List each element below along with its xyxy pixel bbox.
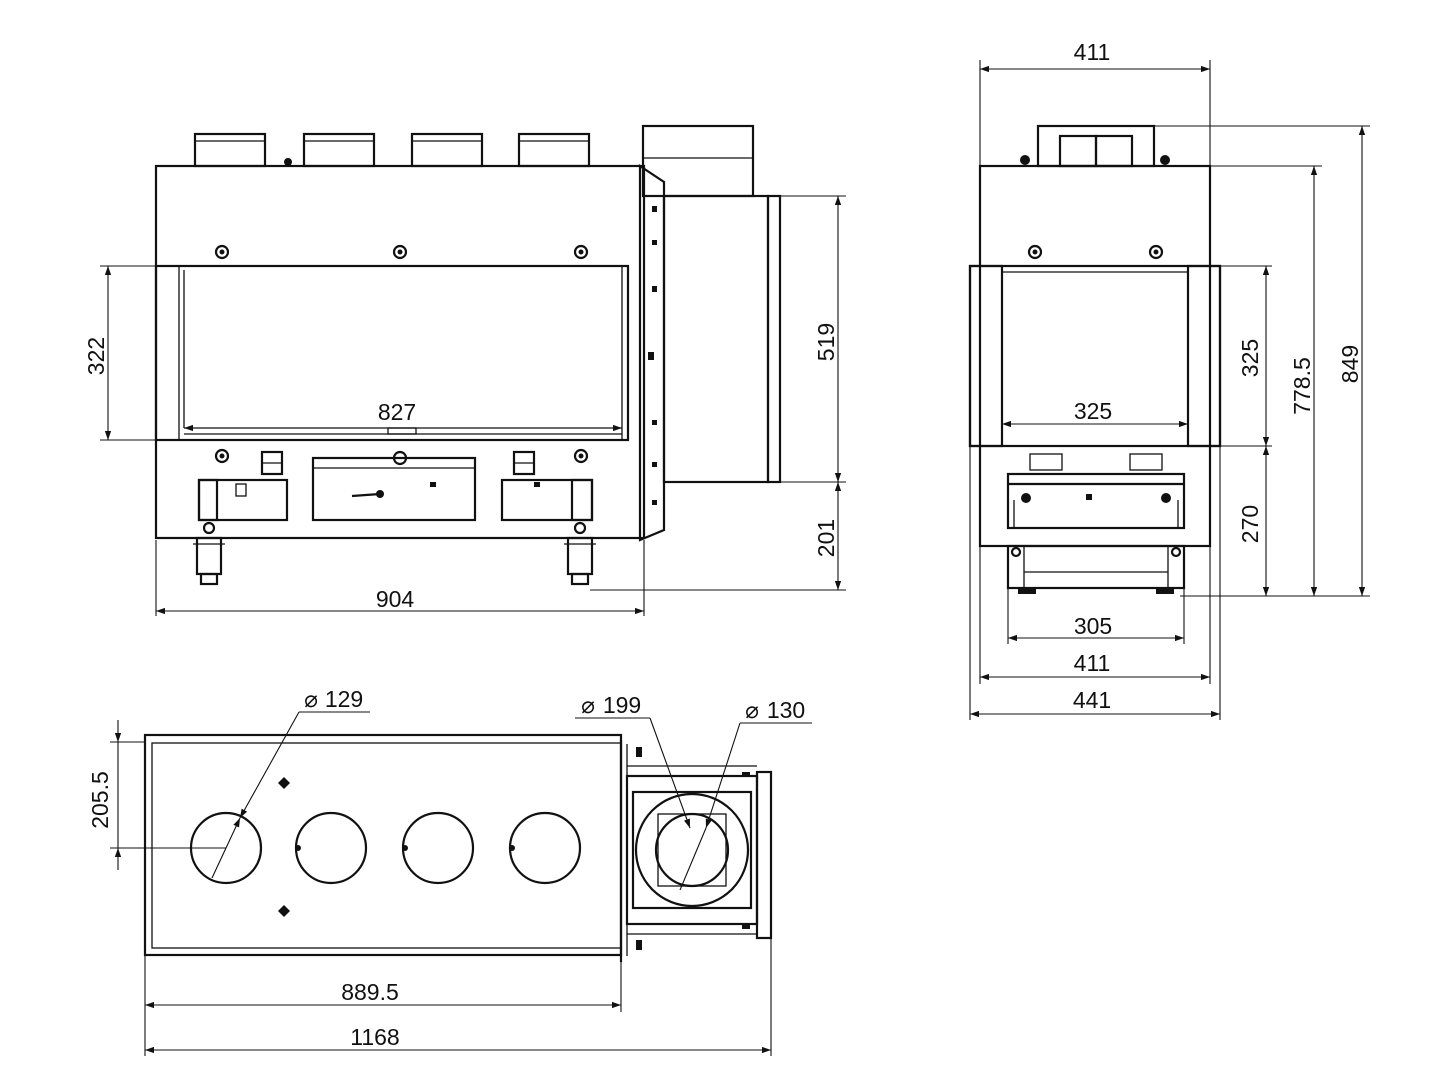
convection-box xyxy=(641,124,782,484)
dim-side-body-width: 411 xyxy=(1074,650,1111,676)
dim-diameter-130: 130 xyxy=(767,697,805,723)
side-body xyxy=(978,164,1212,548)
dim-base-height: 201 xyxy=(813,519,839,557)
dim-diameter-199-symbol: ⌀ xyxy=(581,692,595,718)
dim-side-top-width: 411 xyxy=(1074,39,1111,65)
dim-front-width: 904 xyxy=(376,586,415,612)
side-dimensions: 411 849 778.5 325 270 325 305 411 xyxy=(969,39,1370,720)
dim-side-glass-height: 325 xyxy=(1237,339,1263,377)
top-body xyxy=(143,733,623,957)
dim-side-base-height: 270 xyxy=(1237,505,1263,543)
front-view xyxy=(154,124,782,586)
front-body xyxy=(154,164,646,540)
dim-overall-length: 1168 xyxy=(350,1024,399,1050)
flue-collars xyxy=(193,132,591,168)
top-dimensions: ⌀ 129 ⌀ 199 ⌀ 130 205.5 889.5 1168 xyxy=(87,686,812,1056)
dim-upper-height: 519 xyxy=(813,323,839,361)
front-feet xyxy=(193,521,596,586)
side-frame xyxy=(638,163,666,542)
front-glass xyxy=(154,264,630,442)
front-bolts xyxy=(214,244,589,464)
side-view xyxy=(968,124,1222,594)
dim-glass-height: 322 xyxy=(83,337,109,375)
dim-diameter-199: 199 xyxy=(603,692,641,718)
front-base-controls xyxy=(197,450,594,522)
dim-body-length: 889.5 xyxy=(341,979,399,1005)
front-dimensions: 904 827 322 519 201 xyxy=(83,195,846,616)
top-flue-openings xyxy=(189,811,582,885)
side-frame-slots xyxy=(648,206,657,505)
dim-offset-depth: 205.5 xyxy=(87,771,113,829)
dim-glass-width: 827 xyxy=(378,399,416,425)
dim-body-height: 778.5 xyxy=(1289,357,1315,415)
dim-feet-width: 305 xyxy=(1074,613,1112,639)
top-view xyxy=(143,733,773,962)
dim-diameter-130-symbol: ⌀ xyxy=(745,697,759,723)
top-convection-housing xyxy=(625,747,773,950)
dim-diameter-129-symbol: ⌀ xyxy=(304,686,318,712)
dim-overall-height: 849 xyxy=(1337,345,1363,383)
dim-diameter-129: 129 xyxy=(325,686,363,712)
dim-side-glass-width: 325 xyxy=(1074,398,1112,424)
dim-side-overall-width: 441 xyxy=(1073,687,1111,713)
